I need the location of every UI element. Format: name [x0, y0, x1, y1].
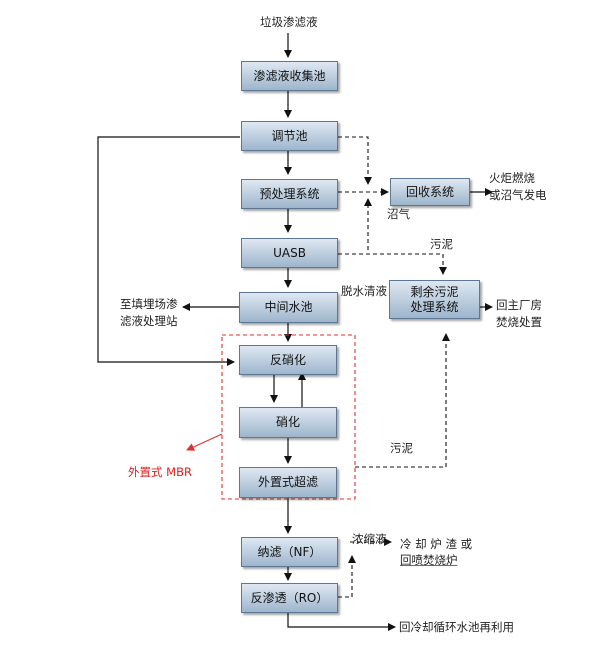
nanofiltration-box: 纳滤（NF） — [241, 537, 338, 567]
uasb-box: UASB — [241, 238, 338, 268]
adjustment-tank-label: 调节池 — [271, 128, 308, 143]
mbr-pointer-arrow — [186, 433, 223, 451]
nitrification-box: 硝化 — [239, 407, 337, 438]
reuse-label: 回冷却循环水池再利用 — [399, 620, 514, 634]
dashed-uf-sludge — [355, 333, 450, 468]
reverse-osmosis-label: 反渗透（RO） — [250, 590, 329, 605]
recovery-system-box: 回收系统 — [390, 178, 470, 206]
intermediate-pool-box: 中间水池 — [239, 292, 338, 323]
adjustment-tank-box: 调节池 — [241, 121, 338, 151]
dewater-liquid-label: 脱水清液 — [341, 284, 387, 298]
pretreatment-label: 预处理系统 — [259, 186, 320, 201]
denitrification-box: 反硝化 — [239, 345, 337, 375]
arrow-adjust-bypass-to-denitrify — [97, 136, 240, 366]
pretreatment-box: 预处理系统 — [241, 179, 338, 209]
biogas-label: 沼气 — [387, 207, 410, 221]
dashed-adjust-biogas — [338, 136, 372, 185]
nanofiltration-label: 纳滤（NF） — [257, 544, 322, 559]
slag-line1-label: 冷 却 炉 渣 或 — [400, 537, 473, 551]
landfill-station-label: 至填埋场渗 滤液处理站 — [120, 297, 178, 328]
source-label: 垃圾渗滤液 — [260, 15, 318, 29]
external-uf-label: 外置式超滤 — [257, 475, 318, 489]
dashed-ro-concentrate — [338, 555, 356, 598]
slag-line2-label: 回喷焚烧炉 — [400, 553, 458, 567]
sludge-treatment-box: 剩余污泥 处理系统 — [389, 280, 480, 319]
reverse-osmosis-box: 反渗透（RO） — [241, 583, 338, 613]
collection-tank-box: 渗滤液收集池 — [241, 61, 338, 91]
nitrification-label: 硝化 — [275, 415, 300, 429]
uasb-label: UASB — [273, 245, 306, 260]
external-mbr-label: 外置式 MBR — [128, 465, 192, 479]
intermediate-pool-label: 中间水池 — [264, 300, 313, 314]
sludge-top-label: 污泥 — [430, 237, 453, 251]
external-uf-box: 外置式超滤 — [239, 467, 337, 498]
sludge-mid-label: 污泥 — [390, 441, 413, 455]
sludge-treatment-label: 剩余污泥 处理系统 — [410, 284, 459, 314]
concentrate-label: 浓缩液 — [352, 532, 387, 546]
dashed-uasb-sludge — [338, 253, 447, 275]
torch-power-label: 火炬燃烧 或沼气发电 — [489, 171, 547, 202]
denitrification-label: 反硝化 — [269, 352, 306, 367]
return-plant-label: 回主厂房 焚烧处置 — [496, 298, 542, 329]
recovery-system-label: 回收系统 — [405, 184, 454, 199]
collection-tank-label: 渗滤液收集池 — [253, 68, 326, 83]
mbr-boundary — [221, 334, 356, 500]
arrow-ro-to-reuse — [287, 613, 396, 631]
